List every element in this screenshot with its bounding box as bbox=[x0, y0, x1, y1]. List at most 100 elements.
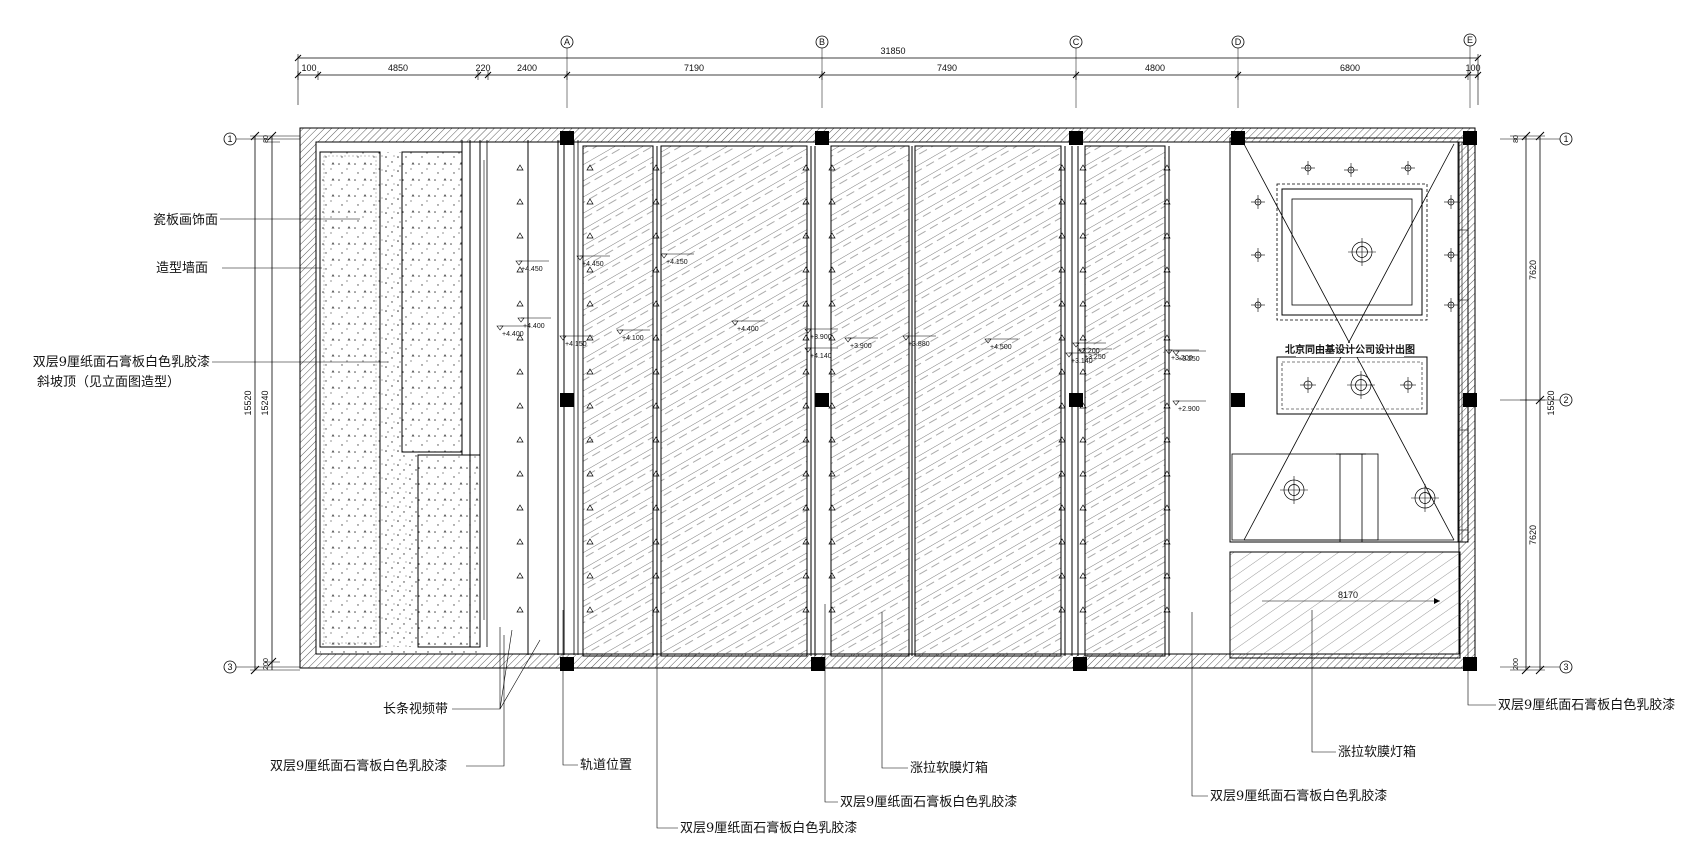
mid-fixture-48 bbox=[828, 368, 836, 375]
mid-fixture-93 bbox=[1163, 470, 1171, 477]
mid-fixture-51 bbox=[828, 470, 836, 477]
mid-fixture-28 bbox=[802, 164, 810, 171]
top-dimension-chain: 31850 100 4850 220 2400 7190 7490 4800 6… bbox=[294, 46, 1482, 105]
left-fixture-13 bbox=[516, 606, 524, 613]
mid-fixture-49 bbox=[828, 402, 836, 409]
right-bottom-small-dim: 200 bbox=[1513, 658, 1520, 670]
mid-fixture-82 bbox=[1079, 572, 1087, 579]
downlight-1 bbox=[1344, 163, 1358, 177]
mid-fixture-31 bbox=[802, 266, 810, 273]
mid-fixture-92 bbox=[1163, 436, 1171, 443]
room-dimension: 8170 bbox=[1338, 590, 1358, 600]
mid-fixture-6 bbox=[586, 368, 594, 375]
axis-bubble-e: E bbox=[1463, 33, 1477, 47]
svg-text:D: D bbox=[1235, 37, 1242, 47]
mid-fixture-74 bbox=[1079, 300, 1087, 307]
mid-fixture-72 bbox=[1079, 232, 1087, 239]
mid-fixture-37 bbox=[802, 470, 810, 477]
mid-fixture-56 bbox=[1058, 164, 1066, 171]
column-11 bbox=[811, 657, 825, 671]
right-total-dim: 15520 bbox=[1546, 390, 1556, 415]
mid-fixture-46 bbox=[828, 300, 836, 307]
mid-fixture-20 bbox=[652, 368, 660, 375]
mid-fixture-7 bbox=[586, 402, 594, 409]
mid-fixture-58 bbox=[1058, 232, 1066, 239]
svg-text:+2.900: +2.900 bbox=[1178, 406, 1200, 413]
mid-fixture-38 bbox=[802, 504, 810, 511]
mid-fixture-10 bbox=[586, 504, 594, 511]
left-zone bbox=[319, 140, 579, 655]
label-gypsum-right: 双层9厘纸面石膏板白色乳胶漆 bbox=[1498, 697, 1675, 713]
column-12 bbox=[1073, 657, 1087, 671]
downlight-2 bbox=[1401, 161, 1415, 175]
right-dimension-chain: 7620 7620 15520 80 200 bbox=[1510, 131, 1556, 675]
level-marker-14: +3.140 bbox=[1065, 352, 1099, 365]
svg-text:+4.450: +4.450 bbox=[521, 266, 543, 273]
left-fixture-0 bbox=[516, 164, 524, 171]
mid-fixture-79 bbox=[1079, 470, 1087, 477]
downlight-13 bbox=[1300, 377, 1316, 393]
mid-fixture-89 bbox=[1163, 334, 1171, 341]
mid-fixture-90 bbox=[1163, 368, 1171, 375]
mid-fixture-1 bbox=[586, 198, 594, 205]
column-0 bbox=[560, 131, 574, 145]
level-marker-4: +4.150 bbox=[559, 335, 593, 348]
downlight-9 bbox=[1348, 238, 1376, 266]
mid-fixture-9 bbox=[586, 470, 594, 477]
svg-text:+4.150: +4.150 bbox=[666, 259, 688, 266]
mid-fixture-29 bbox=[802, 198, 810, 205]
label-gypsum-bottom-4: 双层9厘纸面石膏板白色乳胶漆 bbox=[1210, 788, 1387, 804]
downlight-12 bbox=[1411, 484, 1439, 512]
mid-fixture-23 bbox=[652, 470, 660, 477]
dim-seg-1: 4850 bbox=[388, 63, 408, 73]
mid-fixture-35 bbox=[802, 402, 810, 409]
axis-bubble-b: B bbox=[815, 35, 829, 49]
svg-text:+4.140: +4.140 bbox=[810, 353, 832, 360]
svg-text:+4.400: +4.400 bbox=[737, 326, 759, 333]
mid-fixture-59 bbox=[1058, 266, 1066, 273]
mid-fixture-97 bbox=[1163, 606, 1171, 613]
mid-fixture-43 bbox=[828, 198, 836, 205]
mid-fixture-21 bbox=[652, 402, 660, 409]
downlight-6 bbox=[1444, 248, 1458, 262]
left-fixture-10 bbox=[516, 504, 524, 511]
svg-text:+3.250: +3.250 bbox=[1178, 356, 1200, 363]
mid-fixture-63 bbox=[1058, 402, 1066, 409]
svg-text:1: 1 bbox=[1563, 134, 1568, 144]
mid-fixture-40 bbox=[802, 572, 810, 579]
dim-seg-7: 6800 bbox=[1340, 63, 1360, 73]
watermark-text: 北京同由基设计公司设计出图 bbox=[1285, 343, 1415, 356]
left-total-dim: 15520 bbox=[243, 390, 253, 415]
mid-fixture-15 bbox=[652, 198, 660, 205]
svg-text:B: B bbox=[819, 37, 825, 47]
left-fixture-2 bbox=[516, 232, 524, 239]
mid-fixture-84 bbox=[1163, 164, 1171, 171]
level-marker-8: +3.900 bbox=[804, 328, 838, 341]
svg-text:+3.140: +3.140 bbox=[1071, 358, 1093, 365]
mid-fixture-91 bbox=[1163, 402, 1171, 409]
mid-fixture-11 bbox=[586, 538, 594, 545]
svg-text:1: 1 bbox=[227, 134, 232, 144]
svg-text:+4.400: +4.400 bbox=[523, 323, 545, 330]
level-marker-3: +4.450 bbox=[576, 255, 610, 268]
dim-seg-3: 2400 bbox=[517, 63, 537, 73]
mid-fixture-60 bbox=[1058, 300, 1066, 307]
mid-fixture-25 bbox=[652, 538, 660, 545]
mid-fixture-36 bbox=[802, 436, 810, 443]
left-inner-dim: 15240 bbox=[260, 390, 270, 415]
dim-seg-8: 100 bbox=[1465, 63, 1480, 73]
left-leader-labels: 瓷板画饰面 造型墙面 双层9厘纸面石膏板白色乳胶漆 斜坡顶（见立面图造型） bbox=[33, 213, 388, 390]
axis-bubble-1-left: 1 bbox=[223, 132, 237, 146]
level-marker-15: +3.250 bbox=[1172, 350, 1206, 363]
mid-fixture-78 bbox=[1079, 436, 1087, 443]
mid-fixture-4 bbox=[586, 300, 594, 307]
level-marker-2: +4.400 bbox=[517, 317, 551, 330]
mid-fixture-41 bbox=[802, 606, 810, 613]
left-dimension-chain: 15520 15240 80 200 bbox=[243, 131, 300, 675]
mid-fixture-80 bbox=[1079, 504, 1087, 511]
column-4 bbox=[1463, 131, 1477, 145]
svg-text:3: 3 bbox=[227, 662, 232, 672]
dim-seg-4: 7190 bbox=[684, 63, 704, 73]
label-gypsum-bottom-2: 双层9厘纸面石膏板白色乳胶漆 bbox=[680, 820, 857, 836]
